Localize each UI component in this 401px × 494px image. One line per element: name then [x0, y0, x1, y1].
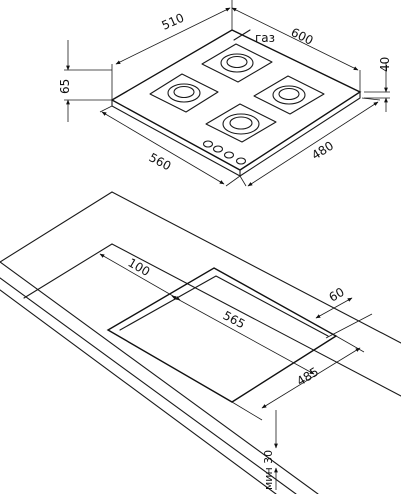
dim-485: 485	[294, 365, 321, 389]
dim-565: 565	[221, 308, 248, 331]
burner-left	[149, 73, 219, 113]
worktop-top-edge	[0, 191, 113, 263]
dim-60: 60	[327, 285, 347, 305]
hob-view: газ 510 600 40 65 560 480	[58, 0, 392, 187]
gas-label: газ	[255, 31, 275, 45]
dim-65: 65	[58, 79, 72, 94]
dim-510: 510	[160, 11, 187, 33]
control-knobs	[202, 140, 247, 165]
dim-480: 480	[309, 139, 336, 163]
worktop-view: 100 565 60 485 мин 30	[0, 191, 401, 494]
dim-560: 560	[147, 150, 174, 173]
burner-right	[253, 75, 325, 115]
dim-40: 40	[378, 57, 392, 72]
burner-front	[205, 103, 277, 143]
burner-rear	[201, 43, 273, 83]
dim-600: 600	[289, 25, 316, 48]
dim-min-30: мин 30	[262, 450, 275, 490]
worktop-front-edge	[0, 261, 319, 494]
dim-100: 100	[126, 255, 153, 279]
